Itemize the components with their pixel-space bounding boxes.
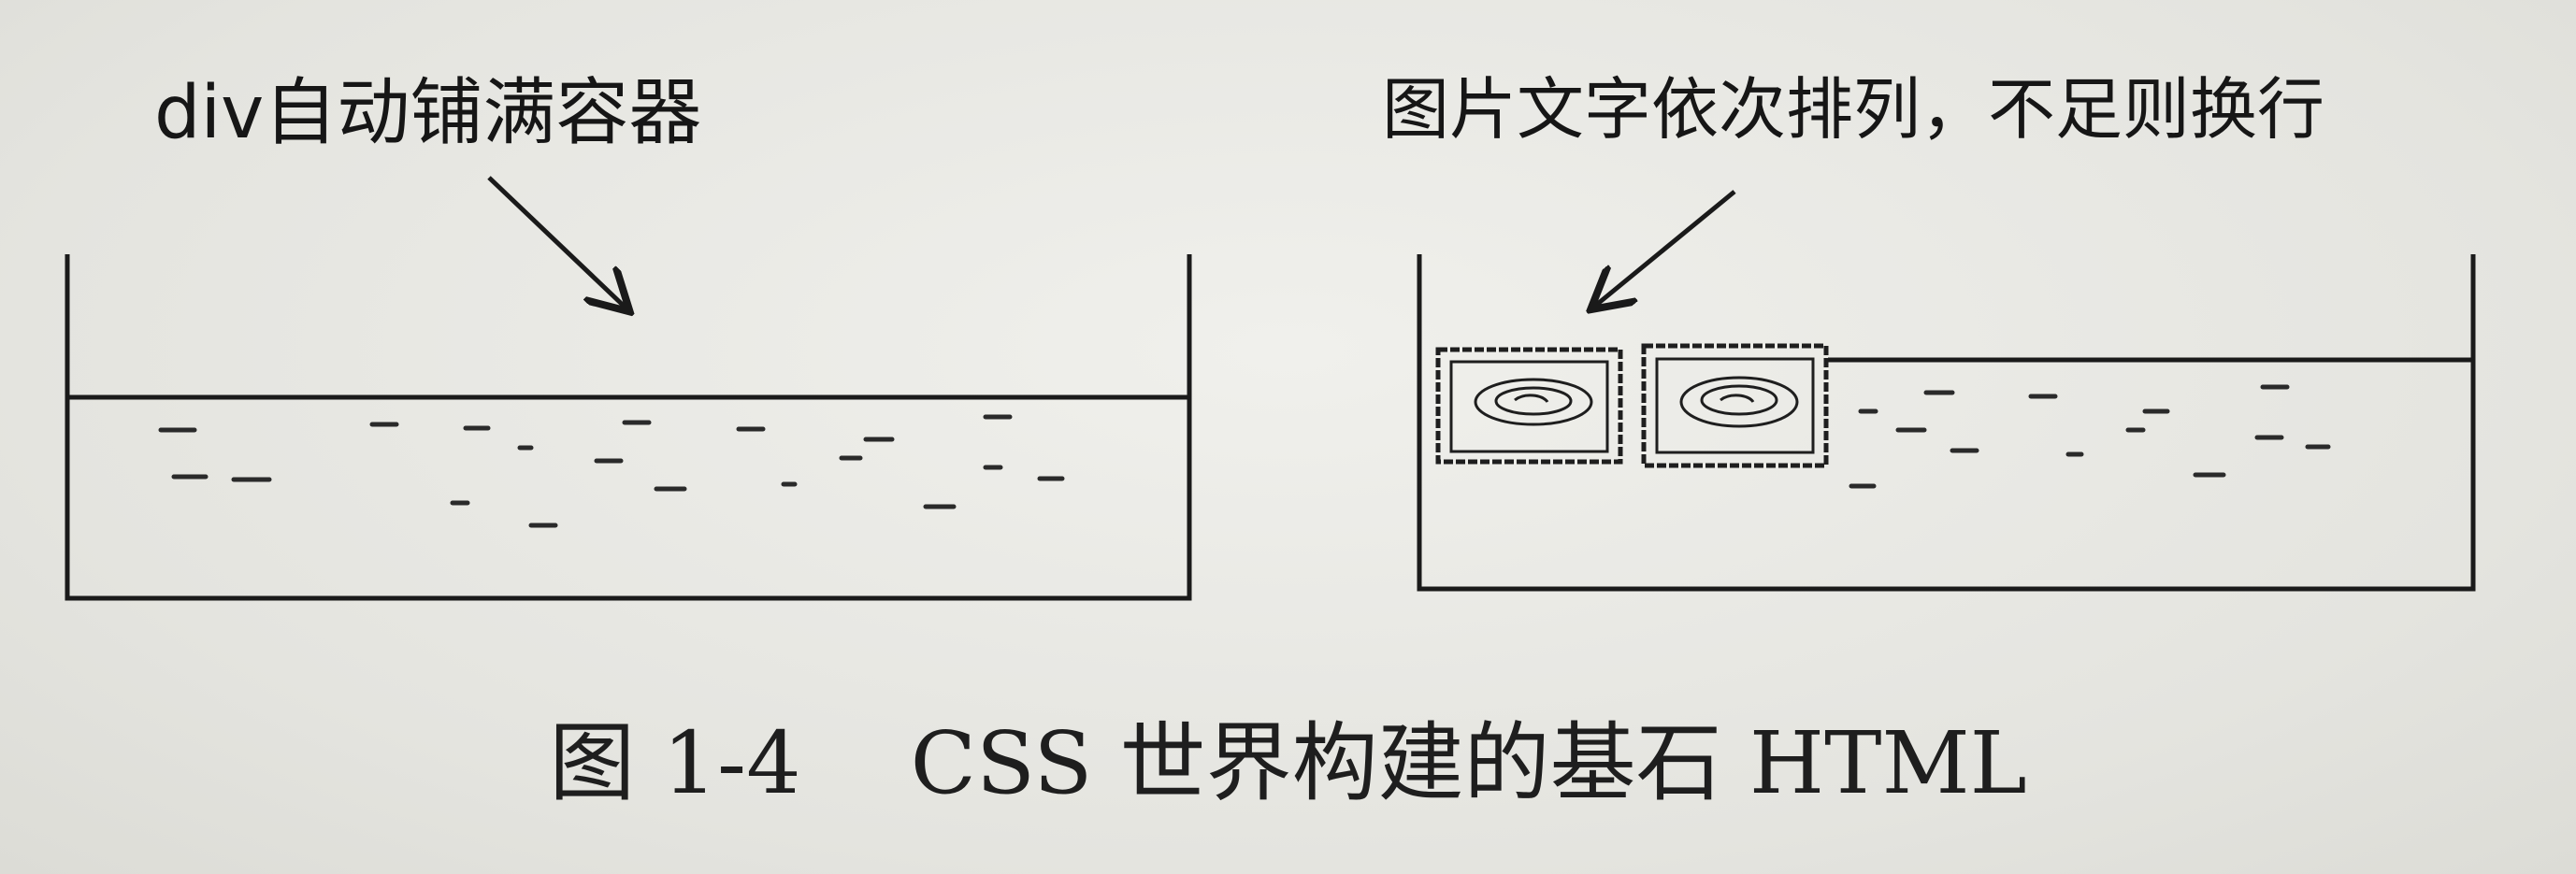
figure-caption: 图 1-4 CSS 世界构建的基石 HTML [549,713,2027,813]
left-container-diagram [65,176,1192,601]
left-annotation-label: div自动铺满容器 [154,71,702,155]
right-container-walls [1417,254,2476,592]
right-pointer-arrow [1594,190,1736,307]
right-text-dashes [1849,384,2331,489]
right-annotation-label: 图片文字依次排列，不足则换行 [1382,70,2325,149]
image-placeholder-2 [1641,343,1829,468]
image-placeholder-1 [1435,347,1623,465]
left-text-dashes [158,414,1065,528]
left-pointer-arrow [487,176,626,308]
right-container-diagram [1417,190,2476,592]
left-container-walls [65,254,1192,601]
